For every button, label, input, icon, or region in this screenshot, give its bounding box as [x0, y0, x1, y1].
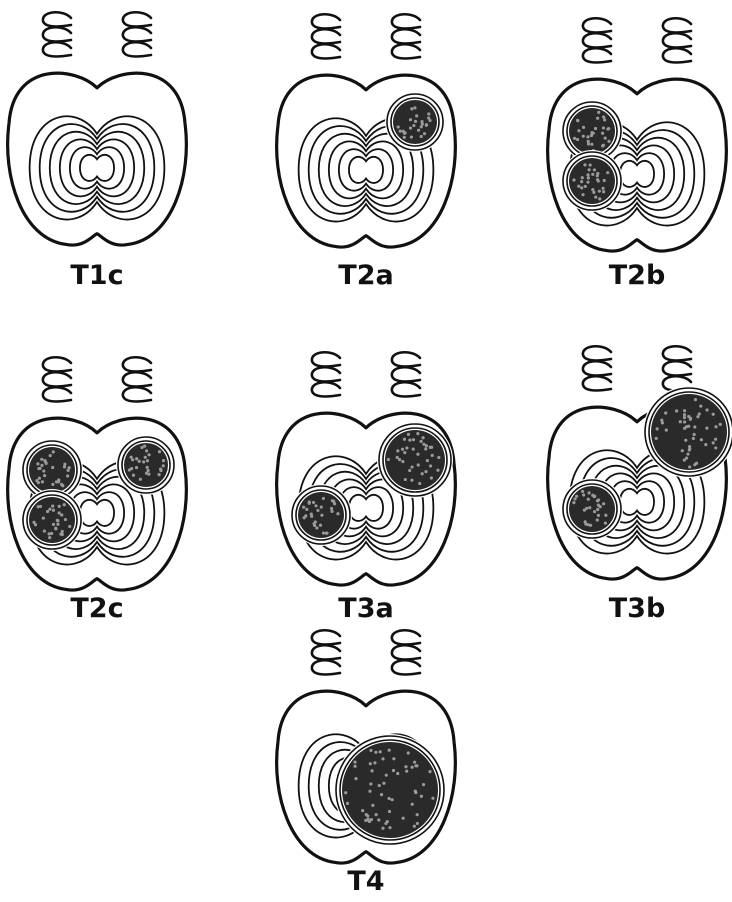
tumor-nodule — [21, 489, 83, 551]
right-seminal-vesicle — [663, 18, 691, 62]
stage-label: T1c — [70, 260, 123, 291]
right-seminal-vesicle — [663, 346, 691, 390]
tumor-nodule — [561, 478, 623, 540]
stage-label: T2a — [338, 260, 393, 291]
stage-label: T2c — [70, 593, 123, 624]
tumor-nodule — [643, 386, 732, 478]
left-seminal-vesicle — [312, 352, 340, 396]
left-seminal-vesicle — [43, 357, 71, 401]
left-seminal-vesicle — [43, 12, 71, 56]
tumor-nodule — [377, 422, 453, 498]
stage-label: T2b — [609, 260, 666, 291]
stage-panel-t2b — [548, 18, 727, 251]
tumor-nodule — [334, 734, 446, 846]
right-seminal-vesicle — [392, 630, 420, 674]
stage-panel-t1c — [8, 12, 187, 245]
right-seminal-vesicle — [392, 14, 420, 58]
tumor-nodule — [561, 150, 623, 212]
tumor-nodule — [290, 484, 352, 546]
tumor-nodule — [385, 92, 445, 152]
stage-label: T3b — [609, 593, 666, 624]
left-seminal-vesicle — [583, 18, 611, 62]
left-seminal-vesicle — [312, 630, 340, 674]
stage-panel-t4 — [277, 630, 456, 863]
stage-panel-t3a — [277, 352, 456, 585]
stage-panel-t2c — [8, 357, 187, 590]
right-seminal-vesicle — [392, 352, 420, 396]
tumor-nodule — [116, 435, 176, 495]
right-seminal-vesicle — [123, 12, 151, 56]
left-seminal-vesicle — [583, 346, 611, 390]
stage-label: T3a — [338, 593, 393, 624]
gland-contour-lines — [30, 116, 165, 219]
stage-panel-t2a — [277, 14, 456, 247]
stage-label: T4 — [347, 866, 384, 897]
left-seminal-vesicle — [312, 14, 340, 58]
stage-panel-t3b — [548, 346, 732, 579]
right-seminal-vesicle — [123, 357, 151, 401]
